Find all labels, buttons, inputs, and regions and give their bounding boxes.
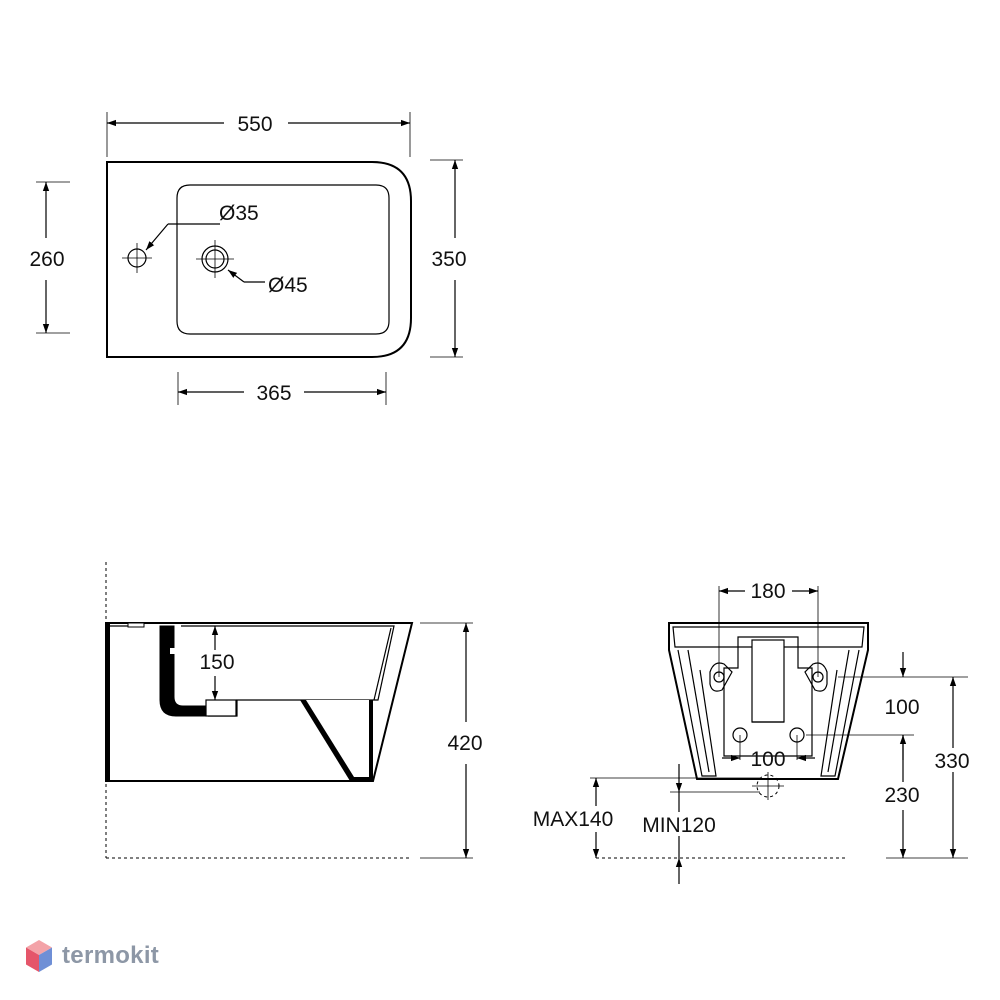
rear-view: 180 100 100 230 330 MAX140 MIN120	[533, 580, 970, 884]
drain-hole	[196, 240, 234, 278]
hole-45-label: Ø45	[268, 274, 308, 297]
dim-pipe-100-label: 100	[750, 748, 785, 771]
dim-330-label: 330	[934, 750, 969, 773]
dim-mount-100-label: 100	[884, 696, 919, 719]
top-view: 550 365 260 350 Ø35 Ø45	[29, 112, 467, 405]
brand-logo-text: termokit	[62, 942, 160, 969]
dim-260-label: 260	[29, 248, 64, 271]
faucet-hole	[122, 243, 152, 273]
cube-icon	[26, 940, 52, 972]
dim-350-label: 350	[431, 248, 466, 271]
side-view: 150 420	[105, 562, 483, 859]
hole-35-label: Ø35	[219, 202, 259, 225]
dim-min120-label: MIN120	[642, 814, 716, 837]
brand-logo: termokit	[24, 936, 159, 976]
dim-230-label: 230	[884, 784, 919, 807]
dim-365-label: 365	[256, 382, 291, 405]
dim-max140-label: MAX140	[533, 808, 614, 831]
mount-bracket-right	[804, 586, 828, 692]
dim-180-label: 180	[750, 580, 785, 603]
top-view-bowl	[176, 184, 390, 335]
dim-550-label: 550	[237, 113, 272, 136]
mount-bracket-left	[709, 586, 733, 692]
top-view-outline	[106, 161, 412, 358]
dim-150-label: 150	[199, 651, 234, 674]
rear-view-body	[668, 622, 869, 780]
dim-420-label: 420	[447, 732, 482, 755]
